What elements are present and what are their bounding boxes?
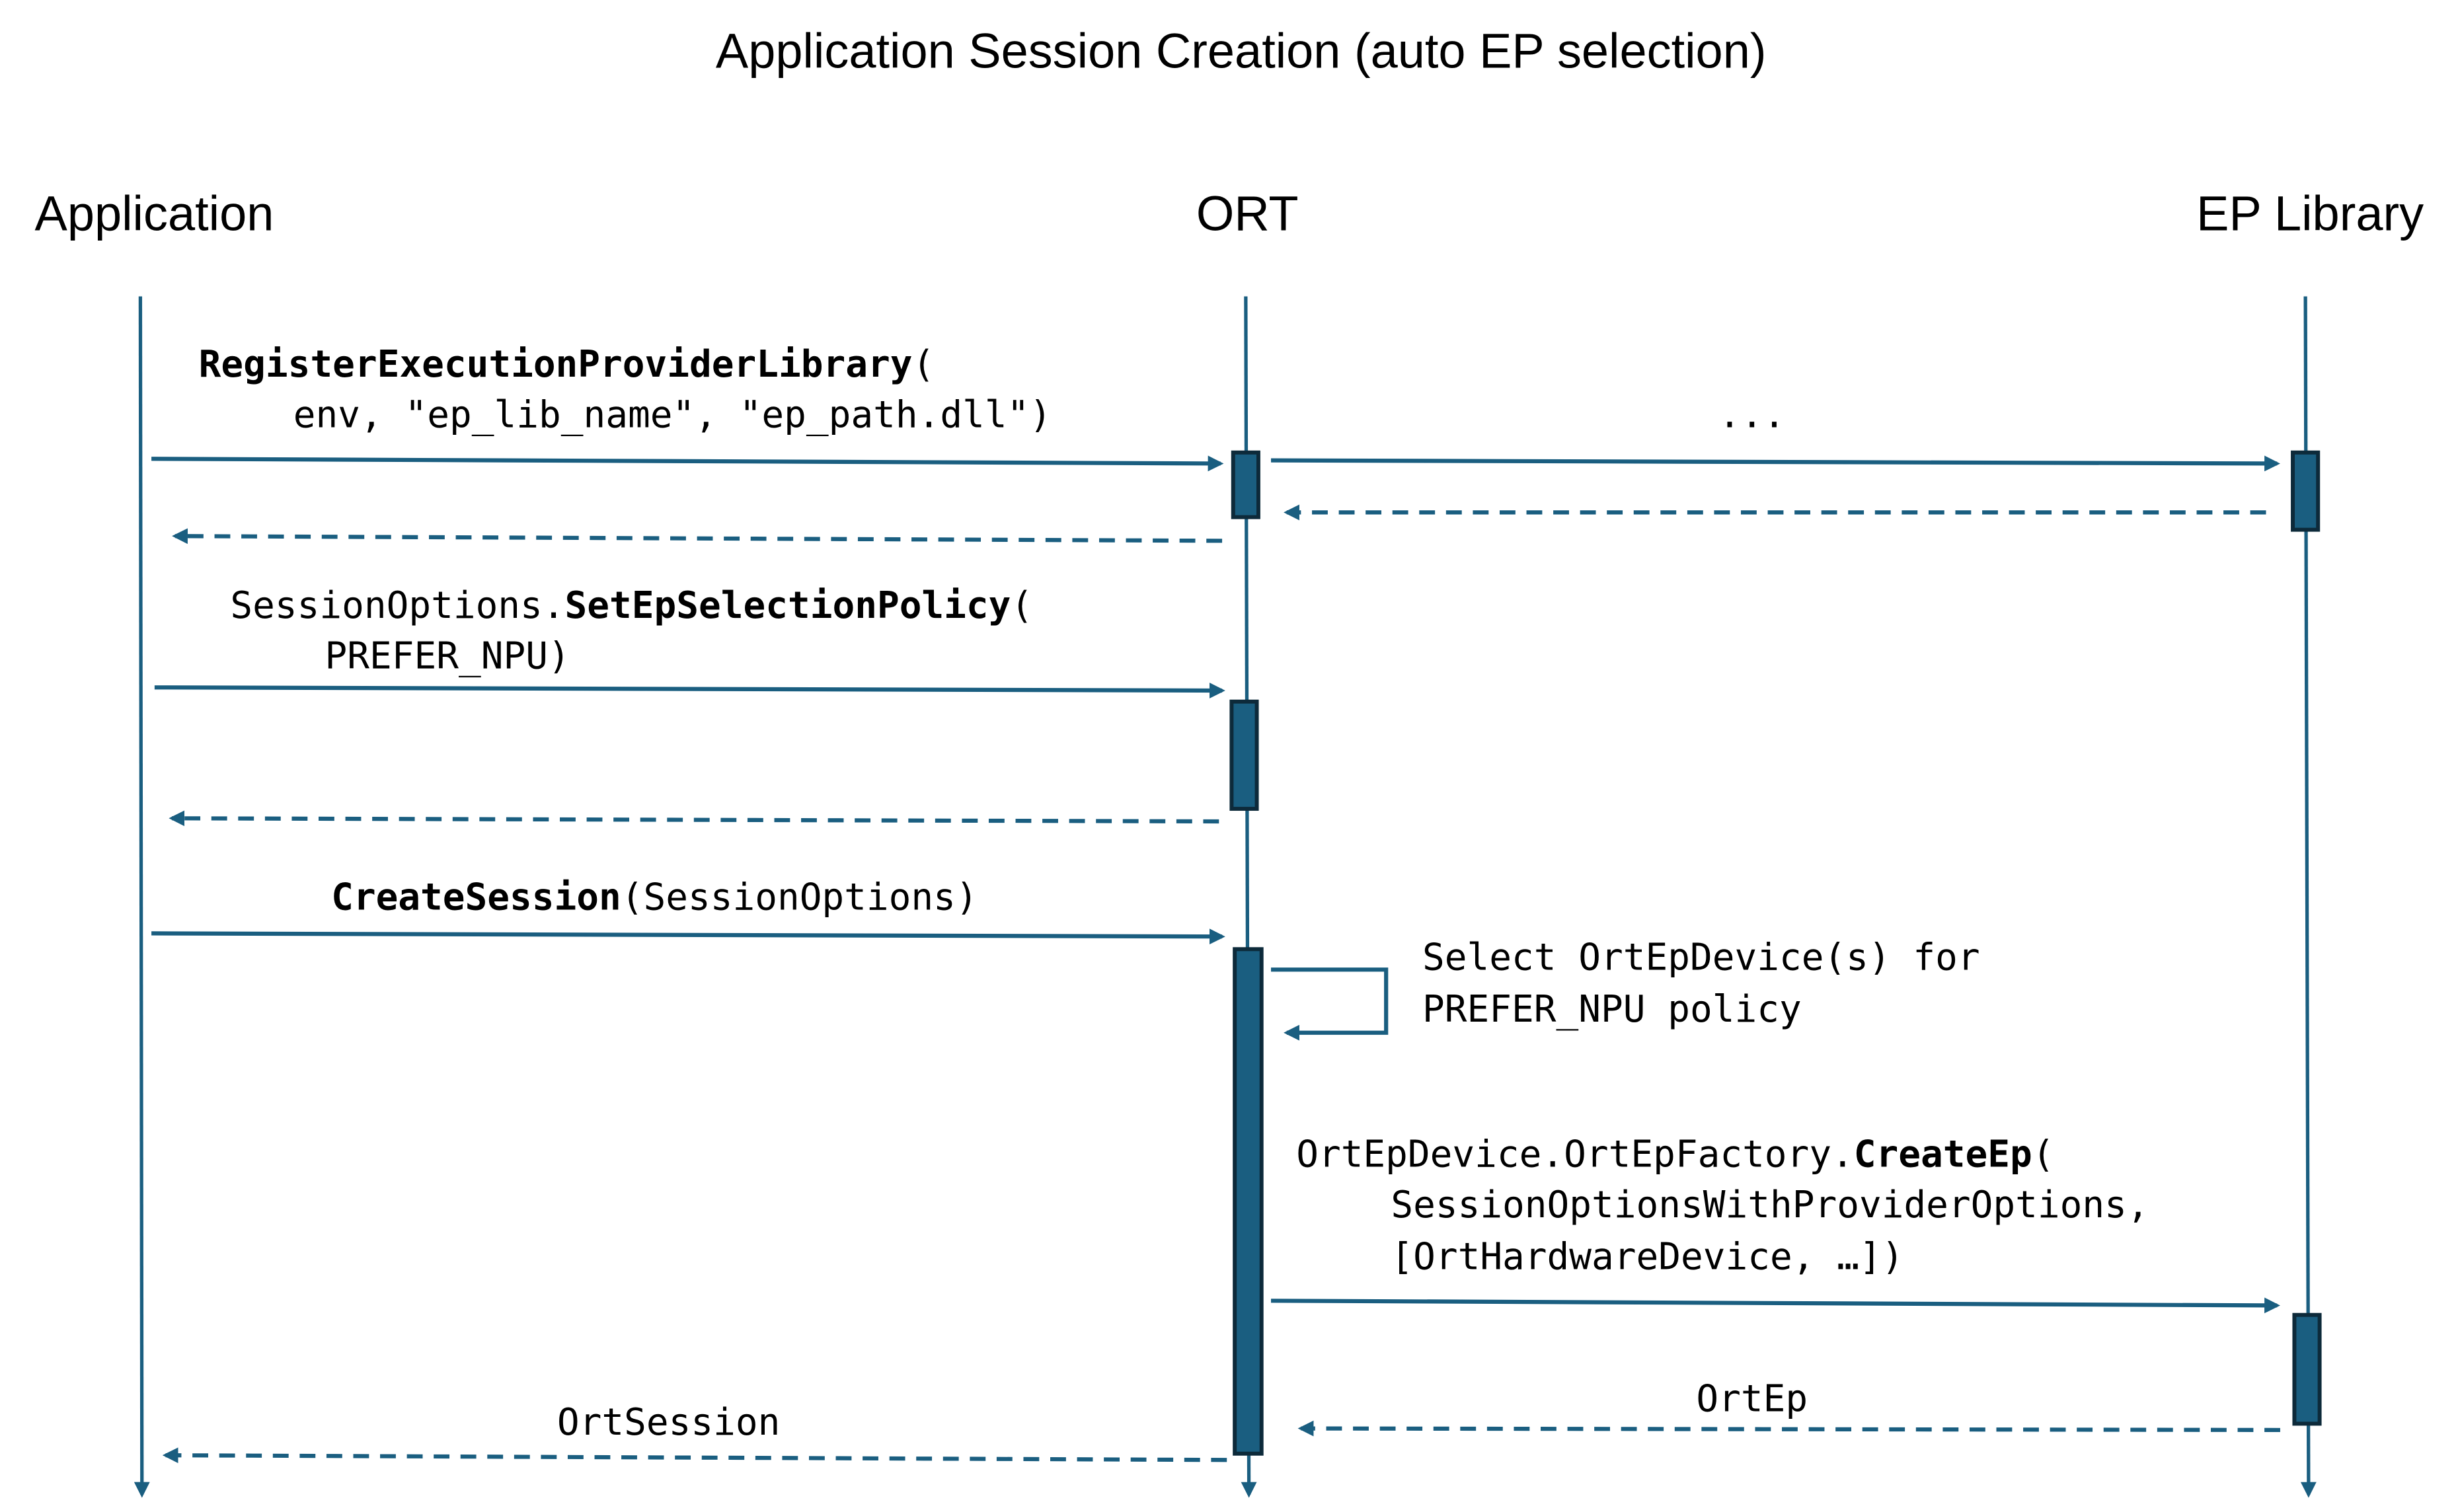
create-ep-prefix: OrtEpDevice.OrtEpFactory.	[1296, 1133, 1854, 1176]
register-args: env, "ep_lib_name", "ep_path.dll")	[293, 394, 1052, 437]
participant-application: Application	[35, 186, 274, 241]
select-device-line1: Select OrtEpDevice(s) for	[1422, 936, 1980, 979]
set-policy-call-arrow	[154, 683, 1225, 699]
participant-ort: ORT	[1196, 186, 1299, 241]
create-ep-label: OrtEpDevice.OrtEpFactory.CreateEp(	[1296, 1133, 2054, 1176]
set-policy-prefix: SessionOptions.	[230, 584, 564, 627]
set-policy-function-name: SetEpSelectionPolicy	[565, 584, 1011, 627]
register-call-arrow	[151, 455, 1224, 472]
ep-activation-2	[2292, 1312, 2322, 1426]
ort-activation-3	[1233, 947, 1264, 1456]
register-open-paren: (	[912, 343, 935, 386]
forward-ellipsis: ...	[1718, 394, 1785, 437]
create-session-call-arrow	[151, 928, 1225, 945]
ort-to-ep-call-arrow	[1271, 455, 2280, 472]
set-policy-label: SessionOptions.SetEpSelectionPolicy(	[230, 584, 1033, 627]
create-ep-arg1: SessionOptionsWithProviderOptions,	[1391, 1184, 2149, 1227]
select-device-line2: PREFER_NPU policy	[1422, 988, 1802, 1031]
create-session-args: (SessionOptions)	[621, 876, 978, 919]
register-return-arrow	[172, 528, 1223, 545]
set-policy-args: PREFER_NPU)	[325, 635, 570, 678]
create-ep-open-paren: (	[2032, 1133, 2055, 1176]
ortsession-return-label: OrtSession	[557, 1401, 780, 1444]
create-session-label: CreateSession(SessionOptions)	[331, 876, 978, 919]
set-policy-return-arrow	[169, 810, 1219, 827]
ep-activation-1	[2291, 450, 2321, 532]
register-ep-library-label: RegisterExecutionProviderLibrary(	[199, 343, 935, 386]
ortsession-return-arrow	[162, 1447, 1227, 1464]
create-ep-arg2: [OrtHardwareDevice, …])	[1391, 1236, 1903, 1279]
ortep-return-arrow	[1297, 1420, 2280, 1437]
create-ep-function-name: CreateEp	[1854, 1133, 2032, 1176]
ort-activation-2	[1229, 699, 1259, 811]
diagram-title: Application Session Creation (auto EP se…	[716, 24, 1767, 79]
participant-ep-library: EP Library	[2196, 186, 2424, 241]
set-policy-open-paren: (	[1011, 584, 1033, 627]
register-function-name: RegisterExecutionProviderLibrary	[199, 343, 913, 386]
create-ep-call-arrow	[1271, 1297, 2280, 1314]
lifeline-application	[134, 296, 150, 1498]
ort-activation-1	[1231, 450, 1260, 519]
select-device-self-arrow	[1271, 967, 1389, 1041]
ortep-return-label: OrtEp	[1696, 1377, 1808, 1420]
create-session-function-name: CreateSession	[331, 876, 621, 919]
